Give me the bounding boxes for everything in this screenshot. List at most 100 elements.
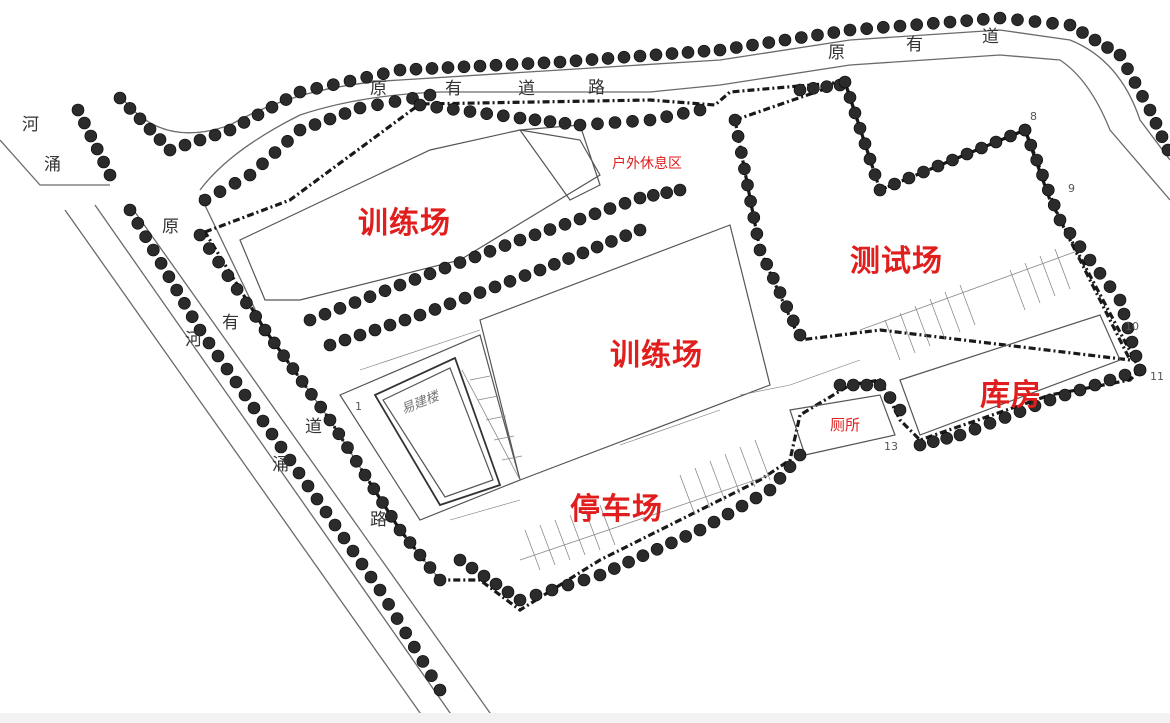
tree <box>473 59 487 73</box>
tree <box>178 296 191 310</box>
tree <box>428 303 442 316</box>
tree <box>561 578 575 592</box>
tree <box>90 142 104 156</box>
tree <box>473 286 487 299</box>
tree <box>305 387 318 401</box>
tree <box>902 171 916 185</box>
tree <box>650 542 664 556</box>
tree <box>295 375 309 388</box>
tree <box>378 284 392 298</box>
tree <box>626 115 639 128</box>
tree <box>734 146 748 159</box>
tree <box>388 95 402 108</box>
tree <box>223 123 237 137</box>
tree <box>1121 321 1135 335</box>
tree <box>1155 130 1169 143</box>
zone-warehouse: 库房 <box>980 378 1042 413</box>
tree <box>230 282 244 296</box>
tree <box>1047 198 1061 212</box>
tree <box>496 109 510 123</box>
tree <box>238 388 252 402</box>
tree <box>416 655 430 668</box>
tree <box>513 233 527 247</box>
tree <box>873 183 887 197</box>
creek-west-label-2: 涌 <box>272 455 289 475</box>
tree <box>446 103 460 116</box>
tree <box>603 202 617 215</box>
tree <box>1118 368 1132 382</box>
tree <box>338 107 352 120</box>
tree <box>593 568 607 582</box>
tree <box>243 168 257 182</box>
tree <box>267 336 281 350</box>
tree <box>303 313 317 327</box>
tree <box>633 223 647 237</box>
tree <box>1063 227 1077 240</box>
tree <box>993 11 1007 25</box>
tree <box>1161 143 1170 157</box>
tree <box>910 18 924 32</box>
tree <box>480 107 494 120</box>
tree <box>265 100 279 114</box>
tree <box>873 378 887 392</box>
tree <box>310 82 324 95</box>
tree <box>433 573 447 587</box>
tree <box>744 195 757 208</box>
tree <box>786 314 800 328</box>
tree <box>368 323 382 337</box>
grid-number-11: 11 <box>1150 370 1164 383</box>
tree <box>501 585 515 599</box>
tree <box>783 460 797 474</box>
tree <box>202 336 216 350</box>
tree <box>576 246 590 260</box>
tree <box>518 269 532 282</box>
tree <box>468 250 482 264</box>
tree <box>423 267 437 281</box>
tree <box>1058 388 1072 402</box>
tree <box>211 349 225 363</box>
tree <box>425 62 439 75</box>
tree <box>893 19 907 33</box>
tree <box>376 67 390 80</box>
tree <box>693 523 707 537</box>
tree <box>681 46 695 59</box>
creek-nw-label-2: 涌 <box>44 155 61 175</box>
tree <box>537 56 551 70</box>
grid-number-13: 13 <box>884 440 898 453</box>
tree <box>326 78 340 91</box>
tree <box>457 60 471 74</box>
tree <box>853 122 867 135</box>
tree <box>198 193 212 207</box>
tree <box>229 375 243 389</box>
tree <box>633 49 647 63</box>
tree <box>607 562 621 575</box>
tree <box>676 107 690 120</box>
tree <box>430 100 444 114</box>
tree <box>773 471 787 485</box>
tree <box>423 88 437 102</box>
tree <box>860 22 874 36</box>
tree <box>123 102 137 115</box>
tree <box>1136 90 1149 103</box>
tree <box>349 454 363 468</box>
tree <box>1043 393 1057 407</box>
tree <box>953 428 967 442</box>
grid-number-1: 1 <box>355 400 362 413</box>
tree <box>943 15 957 29</box>
tree <box>1133 363 1147 377</box>
tree <box>569 54 583 68</box>
tree <box>931 159 945 173</box>
tree <box>868 168 882 181</box>
tree <box>794 31 808 44</box>
tree <box>735 499 749 513</box>
tree <box>221 269 235 283</box>
tree <box>793 328 807 342</box>
tree <box>279 93 293 106</box>
tree <box>926 16 940 30</box>
tree <box>747 211 761 224</box>
west-road-label-1: 原 <box>162 217 179 237</box>
tree <box>84 129 98 143</box>
tree <box>338 333 352 347</box>
tree <box>393 523 407 537</box>
tree <box>760 257 774 271</box>
